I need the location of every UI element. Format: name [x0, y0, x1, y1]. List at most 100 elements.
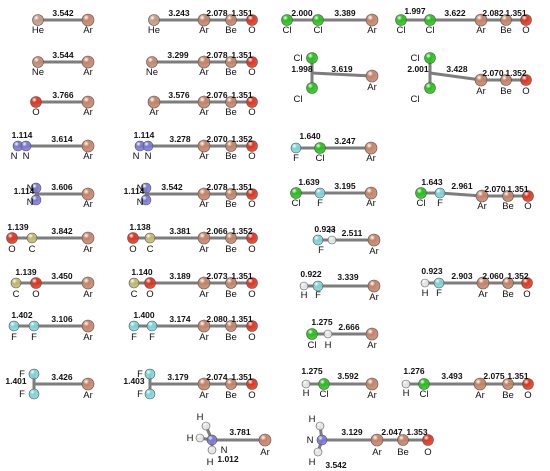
atom-label: O: [524, 201, 531, 212]
atom-h: [313, 447, 323, 457]
atom-label: O: [523, 289, 530, 300]
atom-label: Be: [502, 289, 514, 300]
atom-be: [500, 74, 512, 86]
bond-length-label: 2.070: [482, 68, 504, 78]
bond-length-label: 3.622: [444, 8, 466, 18]
atom-label: F: [318, 245, 324, 256]
bond-length-label: 1.139: [7, 222, 29, 232]
atom-label: O: [32, 289, 39, 300]
atom-cl: [418, 378, 430, 390]
atom-label: C: [29, 244, 36, 255]
atom-cl: [312, 14, 324, 26]
atom-label: Cl: [294, 94, 303, 105]
atom-cl: [314, 142, 326, 154]
atom-be: [225, 140, 237, 152]
atom-label: Ar: [367, 390, 377, 401]
bond-length-label: 1.351: [231, 182, 253, 192]
atom-label: F: [137, 389, 143, 400]
bond-length-label: 1.138: [129, 222, 151, 232]
atom-label: Ar: [476, 86, 486, 97]
bond-length-label: 2.076: [206, 90, 228, 100]
atom-label: Ar: [83, 25, 93, 36]
bond-length-label: 1.640: [299, 131, 321, 141]
atom-f: [290, 142, 302, 154]
bond-length-label: 0.923: [421, 266, 443, 276]
bond-length-label: 2.078: [206, 8, 228, 18]
atom-o: [30, 277, 42, 289]
atom-label: He: [32, 25, 44, 36]
atom-ar: [474, 73, 488, 87]
atom-o: [246, 56, 258, 68]
atom-f: [28, 388, 40, 400]
atom-label: C: [147, 244, 154, 255]
bond-length-label: 3.766: [52, 90, 74, 100]
atom-ar: [367, 233, 381, 247]
atom-o: [246, 14, 258, 26]
bond-length-label: 1.400: [133, 310, 155, 320]
atom-label: Be: [500, 25, 512, 36]
atom-label: Ar: [83, 332, 93, 343]
bond-length-label: 3.195: [334, 181, 356, 191]
bond-length-label: 3.542: [325, 460, 347, 470]
atom-cl: [415, 187, 427, 199]
atom-label: H: [422, 288, 429, 299]
bond-length-label: 3.174: [169, 314, 191, 324]
atom-be: [225, 96, 237, 108]
bond-length-label: 1.351: [231, 50, 253, 60]
bond: [428, 71, 483, 82]
bond-length-label: 1.275: [311, 317, 333, 327]
atom-f: [144, 368, 156, 380]
bond-length-label: 1.351: [231, 8, 253, 18]
atom-label: H: [329, 225, 336, 236]
atom-cl: [290, 187, 302, 199]
atom-h: [201, 421, 211, 431]
atom-label: N: [221, 445, 228, 456]
atom-ar: [81, 95, 95, 109]
atom-ar: [81, 187, 95, 201]
atom-ar: [475, 189, 489, 203]
atom-label: Ar: [199, 244, 209, 255]
bond-length-label: 3.542: [161, 182, 183, 192]
atom-be: [397, 434, 409, 446]
atom-be: [502, 190, 514, 202]
atom-label: Cl: [411, 53, 420, 64]
atom-cl: [306, 82, 318, 94]
atom-label: Be: [397, 447, 409, 458]
atom-f: [144, 388, 156, 400]
atom-h: [299, 281, 309, 291]
atom-label: Be: [225, 289, 237, 300]
atom-o: [520, 14, 532, 26]
atom-label: Cl: [316, 153, 325, 164]
atom-ar: [81, 55, 95, 69]
atom-label: N: [11, 151, 18, 162]
atom-label: Ar: [372, 447, 382, 458]
atom-ar: [197, 276, 211, 290]
atom-label: Ar: [199, 199, 209, 210]
bond-length-label: 3.179: [167, 372, 189, 382]
atom-label: He: [148, 25, 160, 36]
bond-length-label: 2.078: [206, 182, 228, 192]
bond-length-label: 1.639: [298, 177, 320, 187]
bond-length-label: 1.643: [421, 177, 443, 187]
atom-label: F: [437, 198, 443, 209]
bond-length-label: 2.001: [407, 64, 429, 74]
atom-label: Ar: [199, 390, 209, 401]
atom-label: H: [197, 412, 204, 423]
atom-label: Ar: [476, 25, 486, 36]
atom-label: Ar: [369, 246, 379, 257]
atom-label: C: [13, 289, 20, 300]
atom-h: [323, 329, 333, 339]
atom-label: Ar: [149, 107, 159, 118]
atom-o: [127, 232, 139, 244]
atom-ar: [197, 139, 211, 153]
bond-length-label: 1.402: [11, 310, 33, 320]
atom-o: [246, 277, 258, 289]
atom-be: [225, 14, 237, 26]
